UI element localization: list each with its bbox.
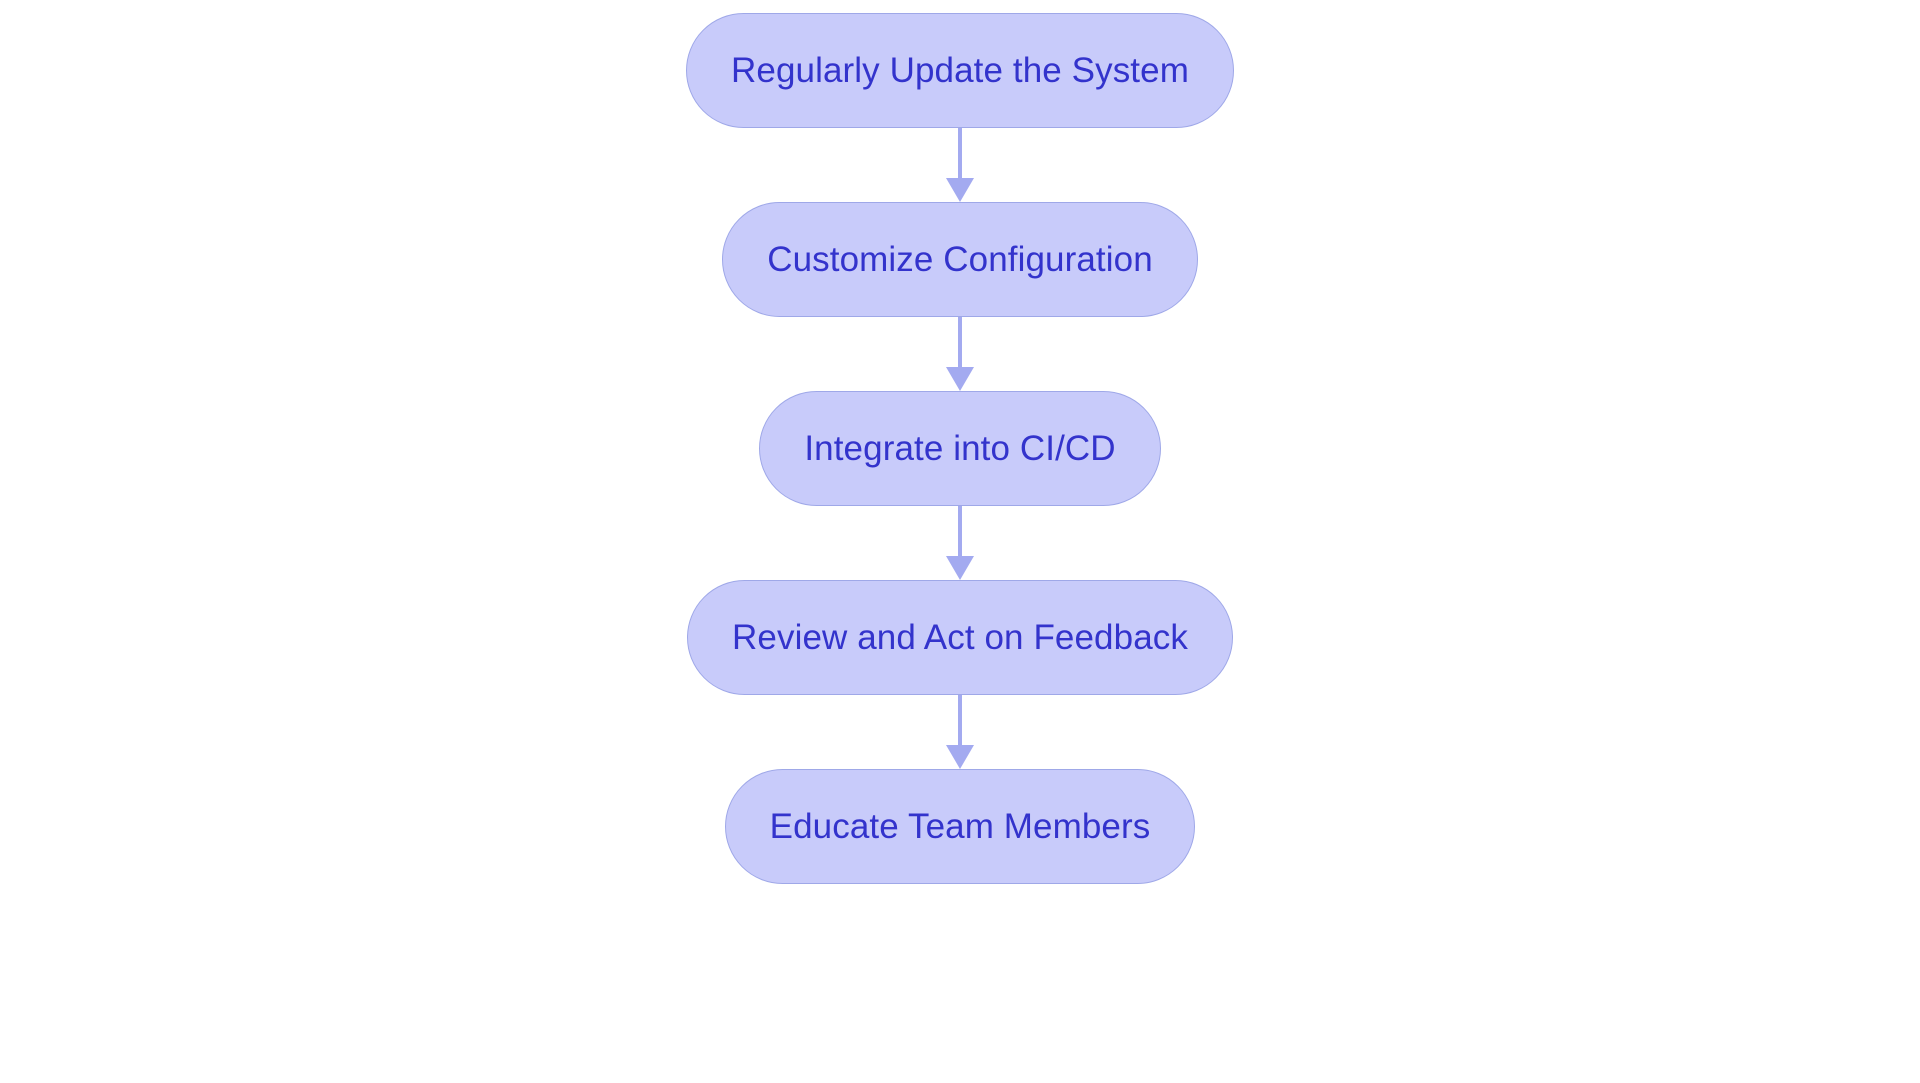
flow-edge-3-arrowhead [946,556,974,580]
flow-node-1-label: Regularly Update the System [731,51,1189,90]
flow-node-4-label: Review and Act on Feedback [732,618,1188,657]
flow-edge-1-line [958,128,962,178]
flow-edge-1 [940,128,980,202]
flow-edge-1-arrowhead [946,178,974,202]
flow-node-2[interactable]: Customize Configuration [722,202,1198,317]
flow-edge-4 [940,695,980,769]
flow-edge-3-line [958,506,962,556]
flow-edge-3 [940,506,980,580]
flow-node-5-label: Educate Team Members [769,807,1151,846]
flow-node-5[interactable]: Educate Team Members [724,769,1196,884]
flow-edge-2-line [958,317,962,367]
flow-edge-2 [940,317,980,391]
flow-node-1[interactable]: Regularly Update the System [686,13,1234,128]
flow-node-2-label: Customize Configuration [767,240,1153,279]
flow-node-4[interactable]: Review and Act on Feedback [687,580,1233,695]
flow-node-3-label: Integrate into CI/CD [804,429,1116,468]
flow-node-3[interactable]: Integrate into CI/CD [759,391,1161,506]
flow-edge-4-line [958,695,962,745]
flow-edge-4-arrowhead [946,745,974,769]
flow-edge-2-arrowhead [946,367,974,391]
